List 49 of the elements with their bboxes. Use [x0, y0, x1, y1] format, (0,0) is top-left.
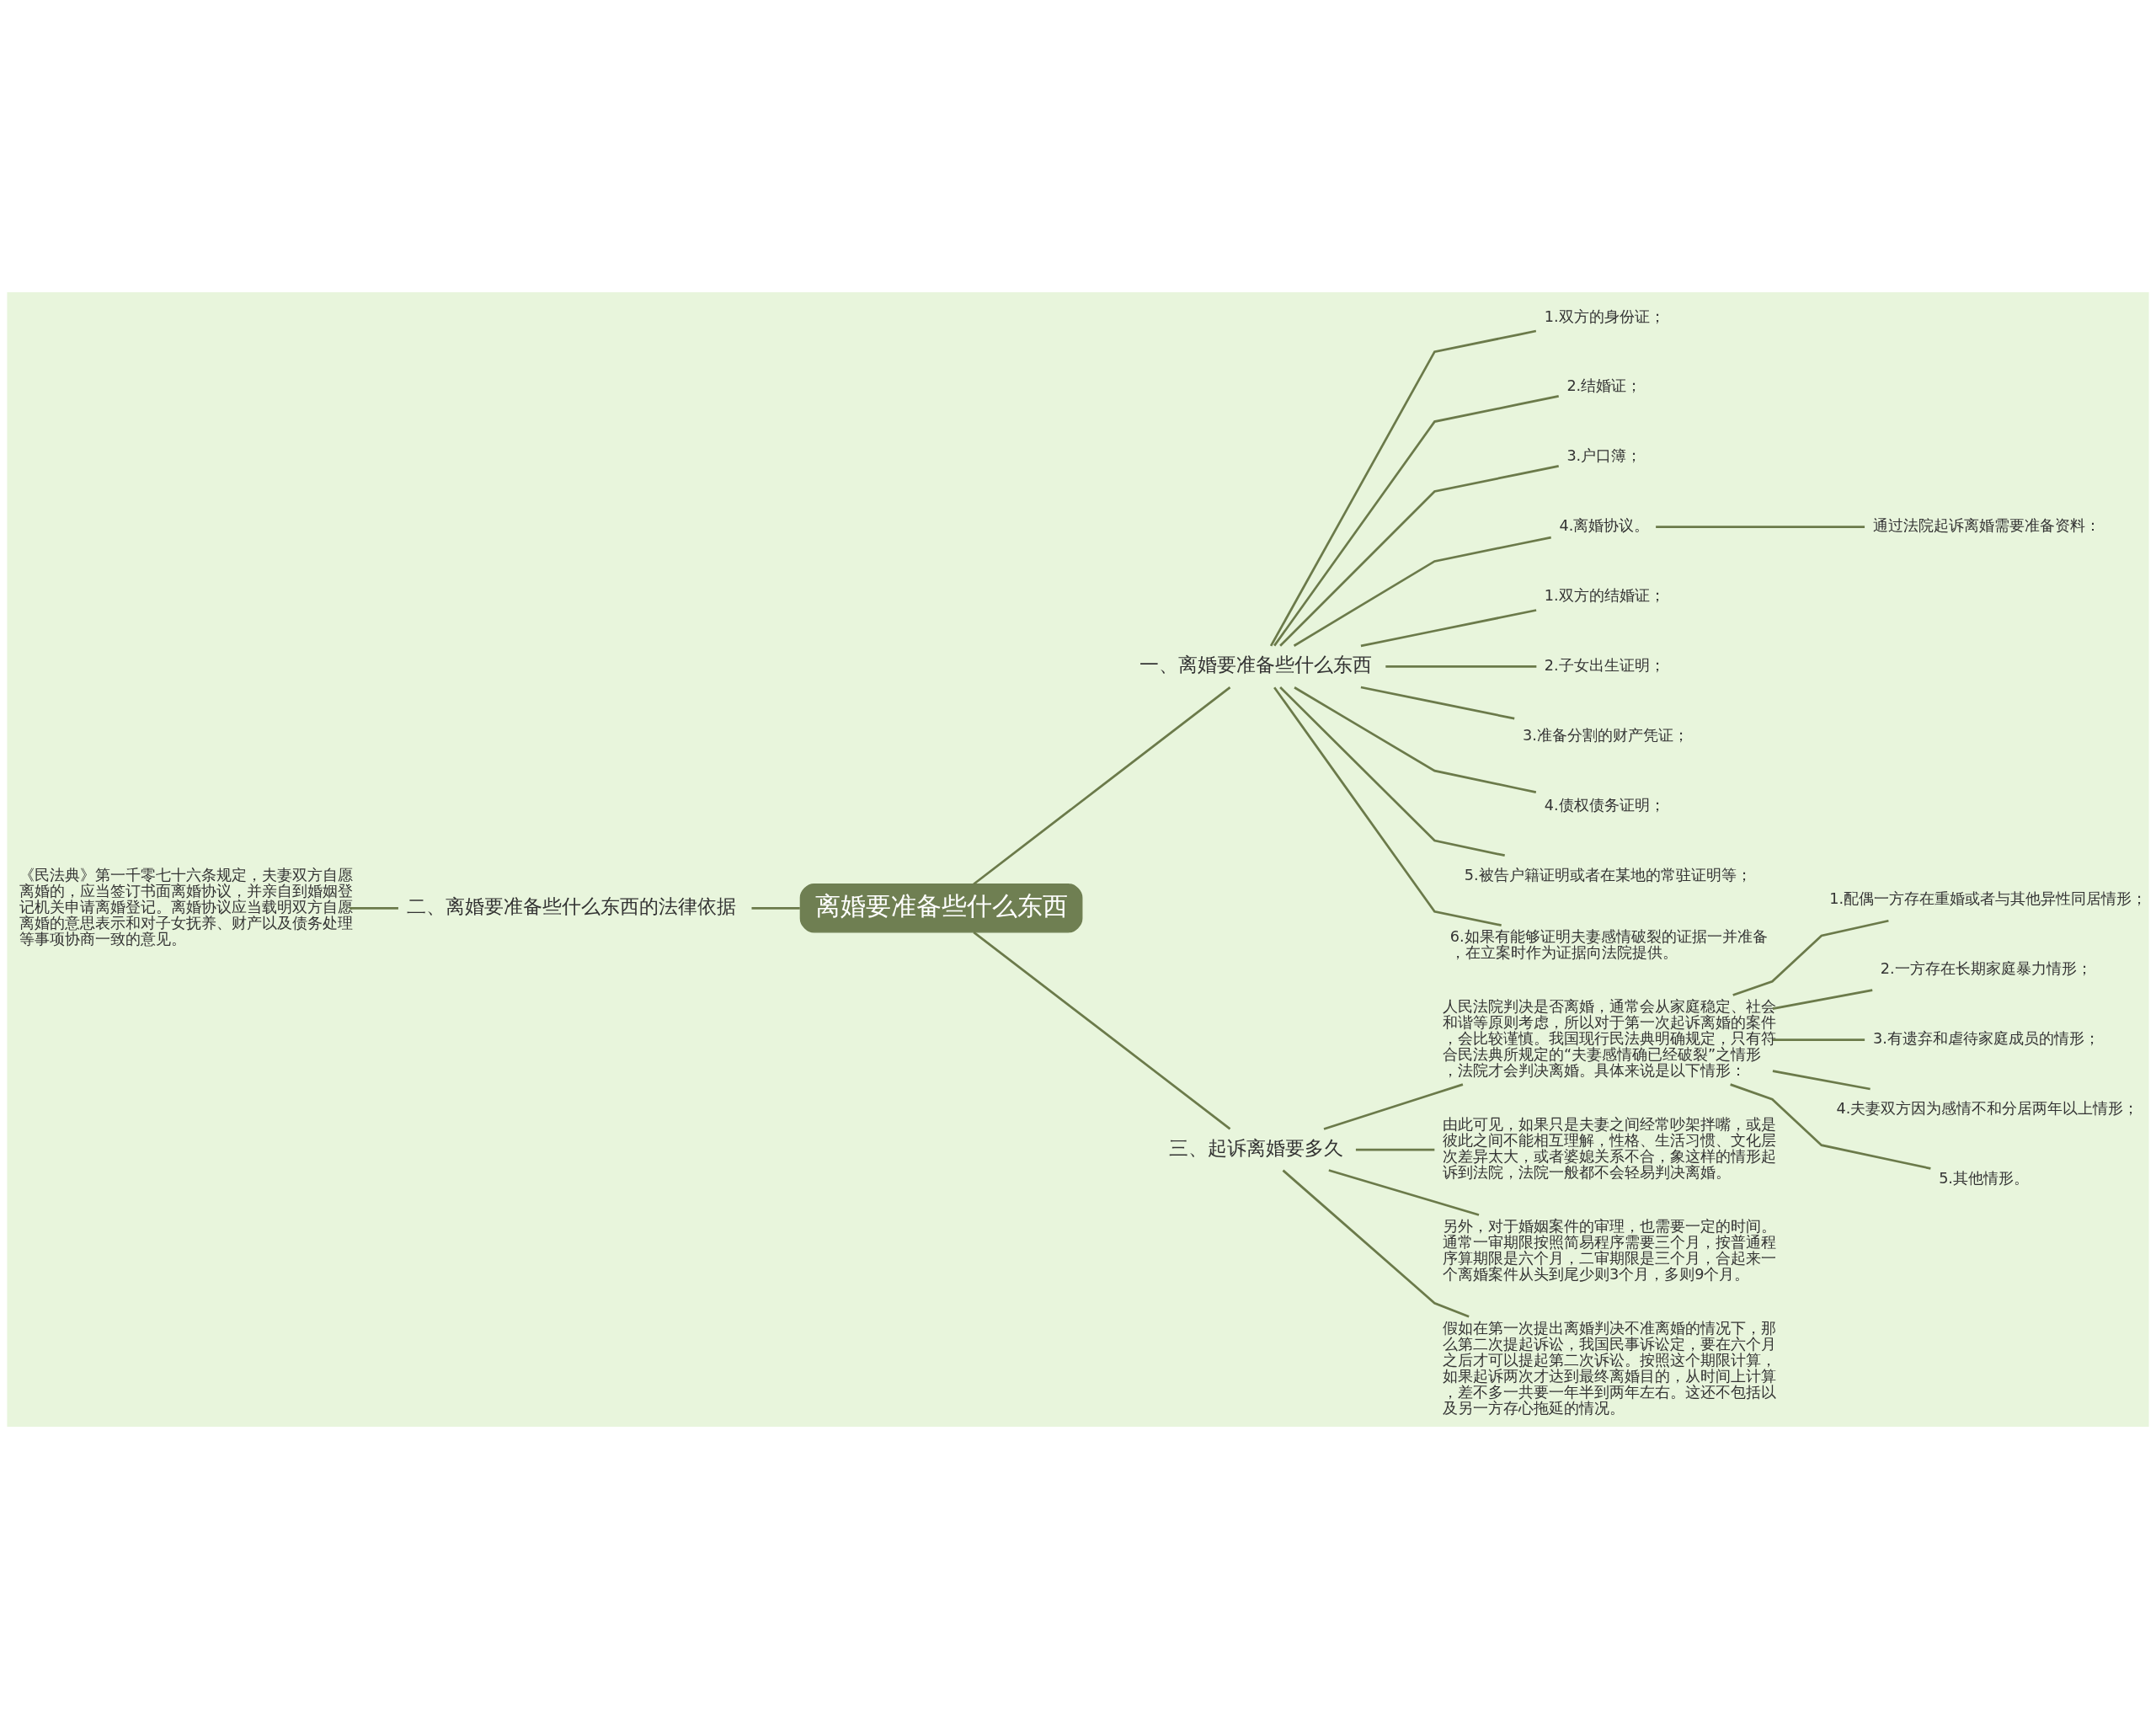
connector: [1279, 465, 1559, 647]
node-text: 三、起诉离婚要多久: [1169, 1136, 1344, 1159]
connector: [350, 906, 398, 910]
node-text: 1.配偶一方存在重婚或者与其他异性同居情形；: [1829, 890, 2148, 908]
connector: [1273, 686, 1502, 926]
node-text: 1.双方的身份证；: [1544, 307, 1665, 325]
node-text: 3.有遗弃和虐待家庭成员的情形；: [1872, 1030, 2100, 1048]
node-text: 另外，对于婚姻案件的审理，也需要一定的时间。通常一审期限按照简易程序需要三个月，按普通程序算期限是六个月，二审期限是三个月，合起来一个离婚案件从头到尾少则3个月，多则9个月。: [1442, 1218, 1776, 1284]
node-text: 4.夫妻双方因为感情不和分居两年以上情形；: [1836, 1100, 2139, 1118]
node-text: 二、离婚要准备些什么东西的法律依据: [406, 894, 736, 917]
connector: [1772, 1038, 1865, 1041]
node-text: 3.准备分割的财产凭证；: [1523, 727, 1689, 744]
connector: [1293, 536, 1551, 647]
node-text: 《民法典》第一千零七十六条规定，夫妻双方自愿离婚的，应当签订书面离婚协议，并亲自到婚姻登记机关申请离婚登记。离婚协议应当载明双方自愿离婚的意思表示和对子女抚养、财产以及债务处理等事项协商一致的意见。: [19, 866, 354, 948]
connector: [1732, 919, 1889, 996]
connector: [1279, 686, 1505, 857]
connector: [1294, 686, 1537, 793]
node-text: 2.一方存在长期家庭暴力情形；: [1880, 960, 2092, 978]
connector: [1360, 686, 1515, 720]
connector: [1355, 1148, 1435, 1151]
node-box: 离婚要准备些什么东西: [799, 884, 1083, 933]
connector: [1656, 526, 1865, 528]
connector: [1772, 989, 1873, 1010]
node-text: 6.如果有能够证明夫妻感情破裂的证据一并准备，在立案时作为证据向法院提供。: [1449, 928, 1768, 962]
connector: [1772, 1070, 1870, 1091]
node-text: 2.子女出生证明；: [1544, 657, 1665, 675]
connector: [1323, 1083, 1464, 1130]
connector: [1269, 329, 1537, 647]
node-text: 一、离婚要准备些什么东西: [1139, 654, 1372, 676]
connector: [1730, 1083, 1931, 1170]
node-text: 人民法院判决是否离婚，通常会从家庭稳定、社会和谐等原则考虑，所以对于第一次起诉离婚的案件，会比较谨慎。我国现行民法典明确规定，只有符合民法典所规定的“夫妻感情确已经破裂”之情形，法院才会判决离婚。具体来说是以下情形：: [1442, 998, 1776, 1080]
connector: [1273, 395, 1559, 647]
node-text: 1.双方的结婚证；: [1544, 587, 1665, 605]
node-text: 3.户口簿；: [1566, 447, 1642, 465]
connector: [1360, 609, 1537, 648]
connector: [1328, 1169, 1480, 1216]
node-text: 5.被告户籍证明或者在某地的常驻证明等；: [1464, 866, 1752, 884]
node-text: 通过法院起诉离婚需要准备资料：: [1872, 517, 2100, 535]
connector: [973, 931, 1231, 1130]
node-text: 假如在第一次提出离婚判决不准离婚的情况下，那么第二次提起诉讼，我国民事诉讼定，要在六个月之后才可以提起第二次诉讼。按照这个期限计算，如果起诉两次才达到最终离婚目的，从时间上计算，差不多一共要一年半到两年左右。这还不包括以及另一方存心拖延的情况。: [1442, 1320, 1776, 1417]
node-text: 由此可见，如果只是夫妻之间经常吵架拌嘴，或是彼此之间不能相互理解，性格、生活习惯、文化层次差异太大，或者婆媳关系不合，象这样的情形起诉到法院，法院一般都不会轻易判决离婚。: [1442, 1116, 1776, 1182]
node-text: 4.离婚协议。: [1559, 517, 1650, 535]
connector: [973, 686, 1231, 885]
connector: [1385, 665, 1537, 668]
node-text: 4.债权债务证明；: [1544, 796, 1665, 814]
connector: [1282, 1169, 1470, 1318]
node-text: 2.结婚证；: [1566, 377, 1642, 395]
node-text: 5.其他情形。: [1939, 1170, 2029, 1188]
connector: [751, 906, 800, 910]
